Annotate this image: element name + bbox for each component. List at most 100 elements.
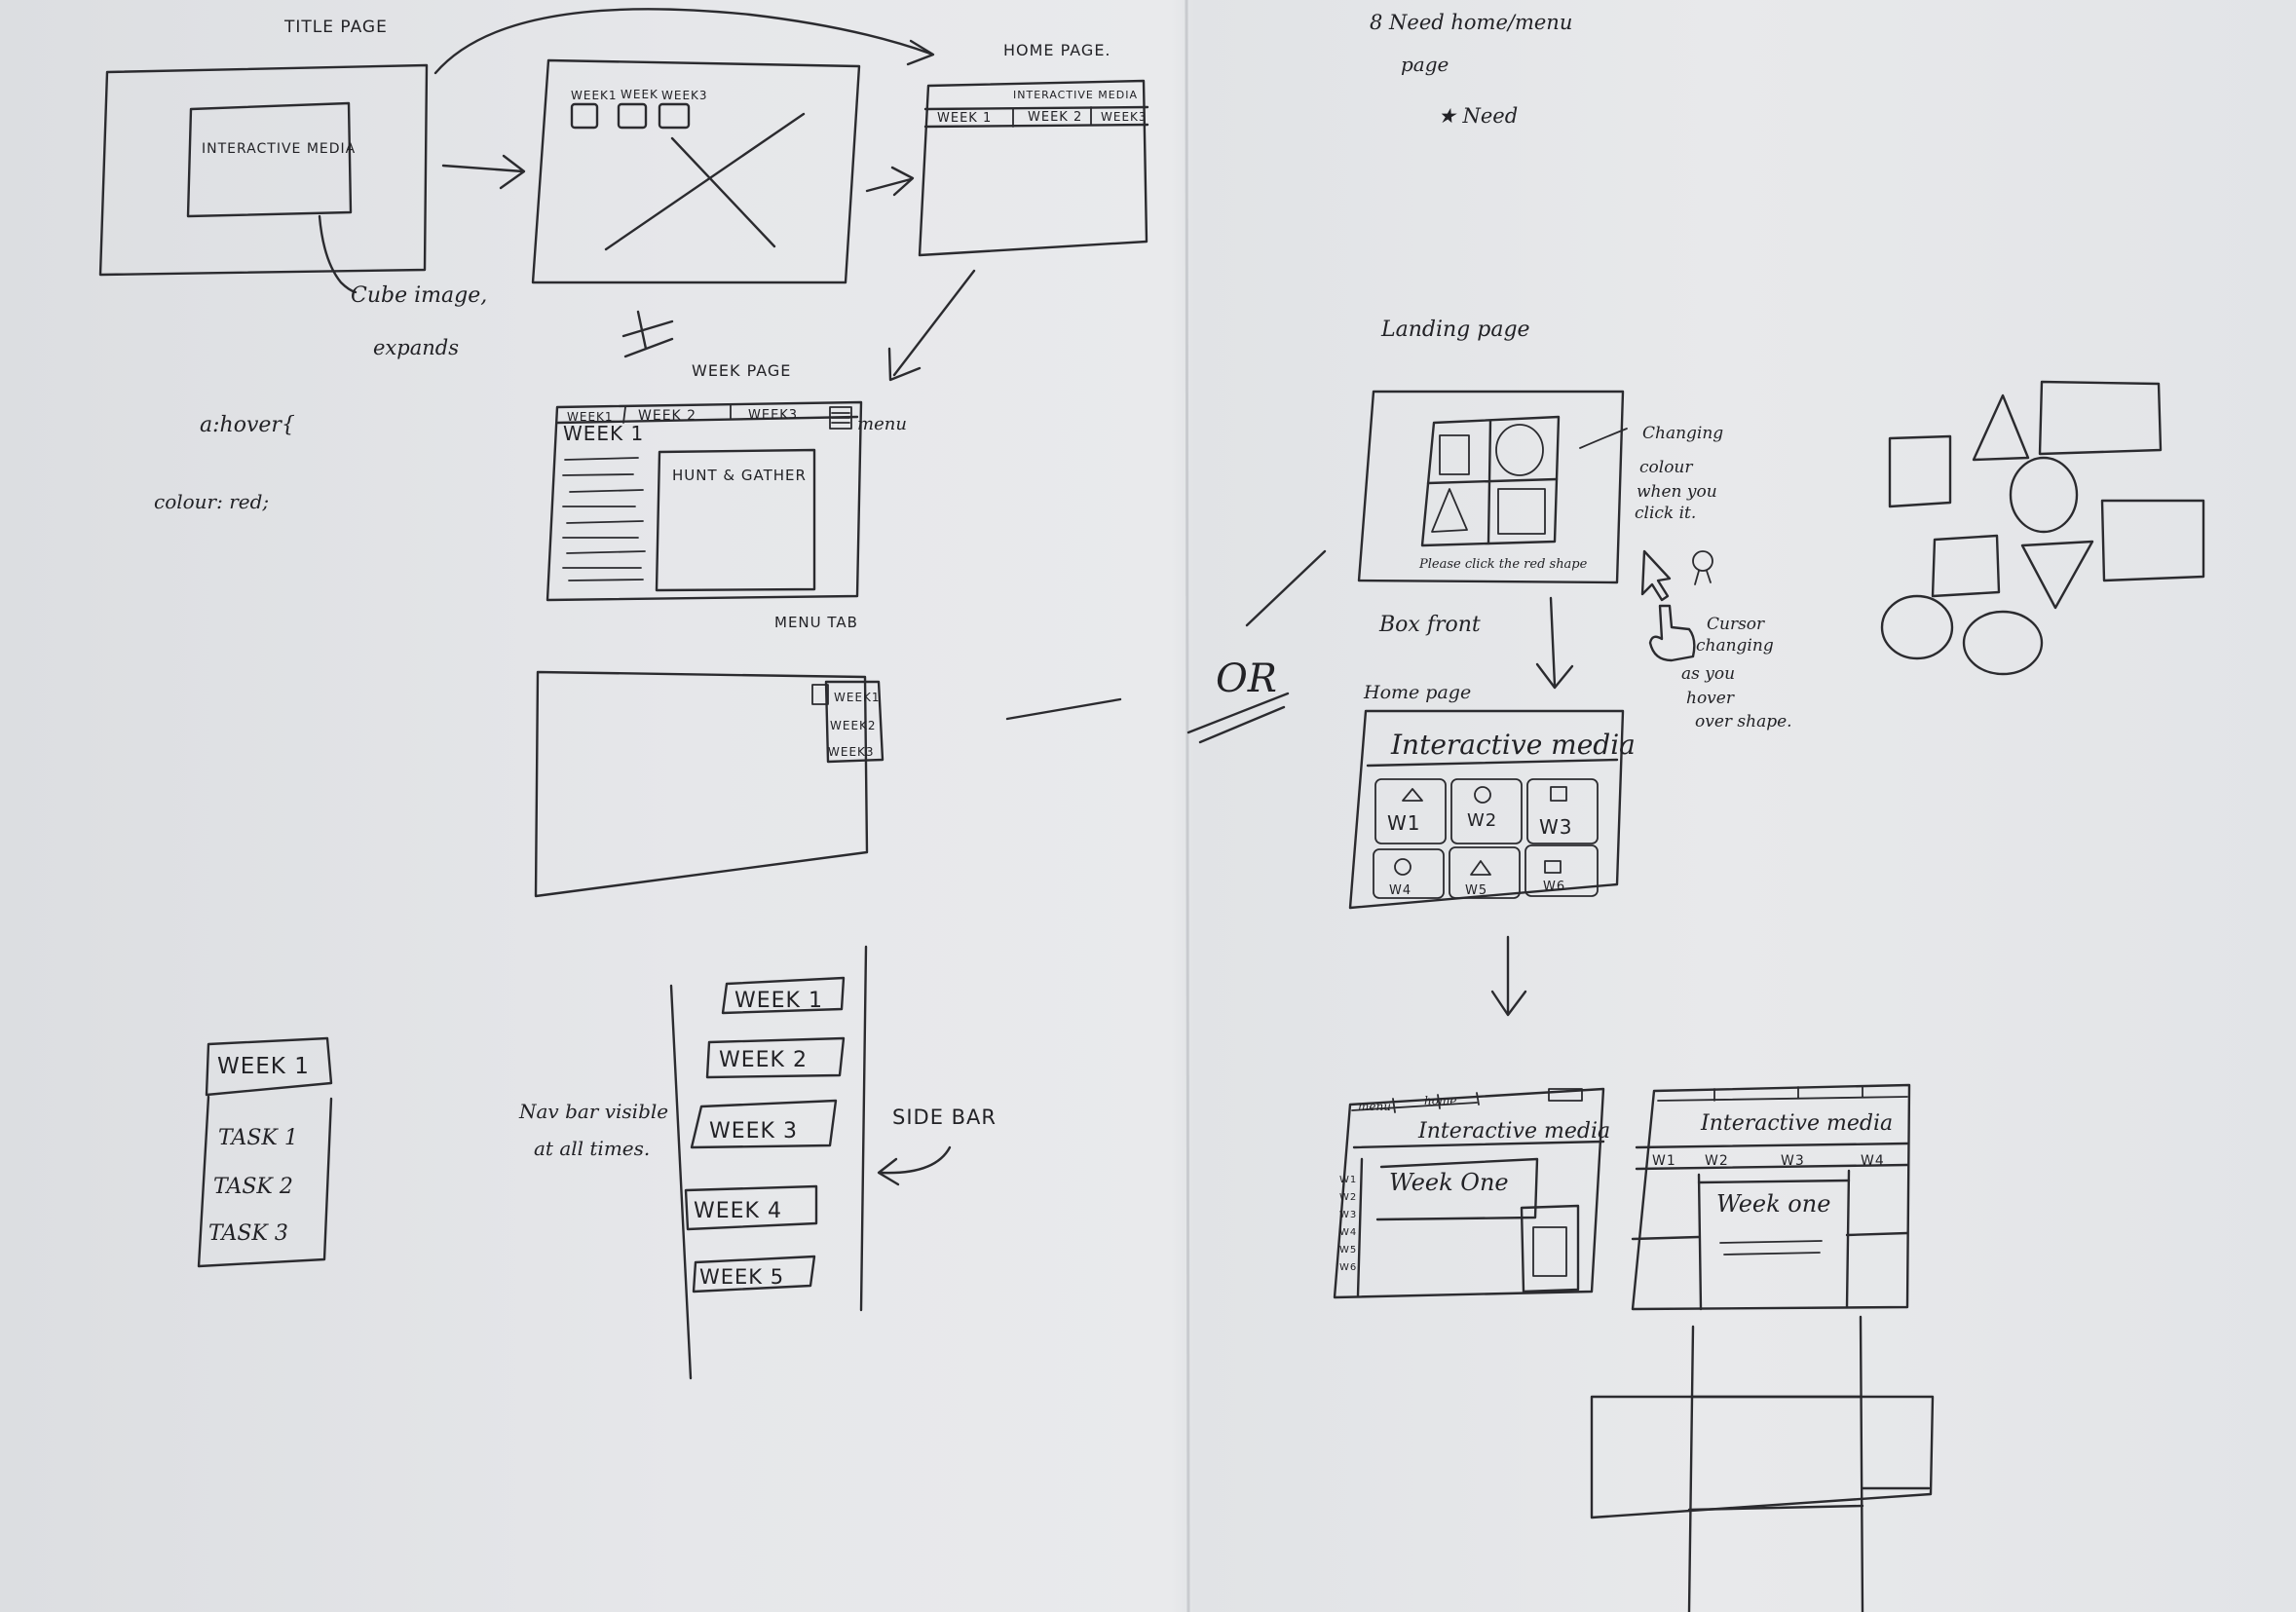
home-tile-label-1: W1 (1387, 811, 1421, 835)
week-card-task-3: TASK 3 (208, 1221, 288, 1246)
arrow-down-left-head (887, 347, 922, 382)
layout-a-image (1532, 1226, 1567, 1277)
home-grid-title: Interactive media (1390, 729, 1636, 761)
layout-b-sketch: Interactive media W1 W2 W3 W4 Week one (1631, 1083, 1911, 1311)
layout-b-tab-lines (1635, 1142, 1909, 1171)
cluster-oval-1 (2009, 456, 2079, 534)
home-page-tab-2: WEEK 2 (1028, 110, 1082, 125)
week-page-tab-line (555, 415, 859, 425)
side-bar-label: SIDE BAR (892, 1106, 997, 1129)
landing-colour-pointer (1579, 428, 1628, 449)
title-page-heading: TITLE PAGE (283, 18, 388, 37)
landing-cube-box (1420, 415, 1561, 547)
cluster-circle-2 (1962, 610, 2044, 676)
home-grid-heading: Home page (1363, 682, 1471, 703)
menu-hamburger-icon (829, 406, 852, 430)
title-page-note-2: expands (373, 336, 459, 359)
layout-a-sketch: menu home Interactive media W1 W2 W3 W4 … (1333, 1087, 1610, 1299)
layout-b-grid-lines (1631, 1179, 1909, 1241)
menu-tab-heading: MENU TAB (774, 614, 858, 631)
layout-a-side-6: W6 (1339, 1262, 1357, 1273)
layout-a-title: Interactive media (1417, 1119, 1610, 1143)
arrow-right-2-head (890, 166, 915, 197)
landing-box-front: Box front (1378, 613, 1481, 637)
home-page-sketch: HOME PAGE. INTERACTIVE MEDIA WEEK 1 WEEK… (918, 41, 1149, 257)
landing-cursor-note-5: over shape. (1695, 712, 1792, 731)
crossed-tab-3: WEEK3 (661, 89, 708, 102)
landing-cursor-note-1: Cursor (1707, 615, 1765, 634)
layout-a-heading: Week One (1389, 1169, 1509, 1196)
title-page-inner-box (186, 101, 353, 218)
crossed-square-1 (570, 102, 599, 130)
home-tile-2 (1450, 778, 1523, 844)
magnifier-cursor-handle (1694, 570, 1712, 585)
home-grid-frame (1348, 709, 1625, 910)
layout-b-frame (1631, 1083, 1911, 1311)
cluster-square-1 (1888, 434, 1952, 508)
landing-square-shape (1439, 434, 1470, 475)
week-page-menu-label: menu (857, 414, 907, 434)
landing-arrow-down-head (1535, 662, 1574, 690)
arrow-down-left (892, 269, 976, 377)
or-label: OR (1216, 656, 1277, 701)
landing-cursor-note-4: hover (1686, 689, 1735, 708)
landing-colour-note-1: Changing (1642, 424, 1723, 443)
side-bar-arrow-head (877, 1157, 900, 1186)
landing-colour-note-3: when you (1637, 482, 1717, 502)
layout-b-tab-3: W3 (1781, 1153, 1805, 1169)
layout-a-tab-1: menu (1358, 1100, 1391, 1113)
cluster-square-2 (1931, 534, 2001, 598)
crossed-page-sketch: WEEK1 WEEK WEEK3 (531, 58, 861, 284)
home-tile-label-5: W5 (1465, 883, 1487, 898)
home-tile-1 (1374, 778, 1447, 844)
week-page-tab-dividers (622, 404, 732, 424)
arrow-right-1-head (499, 154, 526, 190)
layout-a-side-panel (1520, 1204, 1580, 1293)
layout-a-frame (1333, 1087, 1605, 1299)
landing-page-sketch: Landing page Please click the red shape … (1186, 318, 1792, 744)
arrow-right-1 (441, 164, 525, 173)
landing-circle-shape (1495, 424, 1544, 476)
cube-net-sketch (1590, 1315, 1935, 1612)
landing-page-heading: Landing page (1380, 318, 1530, 342)
side-bar-note-2: at all times. (534, 1137, 650, 1160)
side-bar-item-box-5 (692, 1255, 816, 1293)
landing-colour-note-4: click it. (1635, 504, 1696, 523)
cube-net-cross-lines (1687, 1395, 1864, 1512)
home-tile-label-3: W3 (1539, 815, 1573, 839)
landing-page-frame (1357, 390, 1625, 584)
home-page-heading: HOME PAGE. (1003, 41, 1111, 59)
menu-tab-hamburger-icon (811, 684, 829, 705)
menu-tab-item-3: WEEK3 (828, 745, 875, 759)
tile-triangle-icon (1402, 788, 1423, 802)
layout-b-top-lines (1657, 1086, 1908, 1102)
home-tile-6 (1524, 844, 1599, 897)
home-page-frame (918, 79, 1148, 257)
layout-b-tab-4: W4 (1861, 1153, 1885, 1169)
side-bar-item-box-1 (721, 976, 846, 1015)
week-card-header-box (205, 1036, 333, 1097)
week-card-task-1: TASK 1 (218, 1126, 298, 1150)
side-bar-arrow (880, 1145, 952, 1175)
side-bar-item-3: WEEK 3 (709, 1119, 798, 1143)
layout-a-title-line (1352, 1140, 1605, 1149)
menu-tab-sketch: MENU TAB WEEK1 WEEK2 WEEK3 (534, 614, 885, 898)
layout-a-tabs (1351, 1092, 1480, 1113)
title-page-sketch: TITLE PAGE INTERACTIVE MEDIA Cube image,… (98, 18, 487, 359)
week-card-body (197, 1095, 333, 1268)
or-underline (1186, 692, 1290, 744)
layout-b-tab-1: W1 (1652, 1153, 1676, 1169)
crossed-tab-2: WEEK (621, 88, 659, 101)
landing-cursor-note-2: changing (1696, 636, 1774, 656)
side-bar-left-edge (669, 984, 693, 1380)
landing-caption: Please click the red shape (1418, 557, 1588, 572)
layout-a-heading-box (1375, 1157, 1539, 1221)
arrow-over-head (906, 39, 935, 66)
title-page-frame (98, 63, 429, 277)
menu-tab-item-1: WEEK1 (834, 691, 881, 704)
side-bar-item-box-2 (705, 1036, 846, 1079)
week-card-sketch: WEEK 1 TASK 1 TASK 2 TASK 3 (197, 1036, 333, 1268)
menu-hamburger-lines (831, 412, 850, 424)
right-note-line-2: page (1401, 53, 1449, 76)
